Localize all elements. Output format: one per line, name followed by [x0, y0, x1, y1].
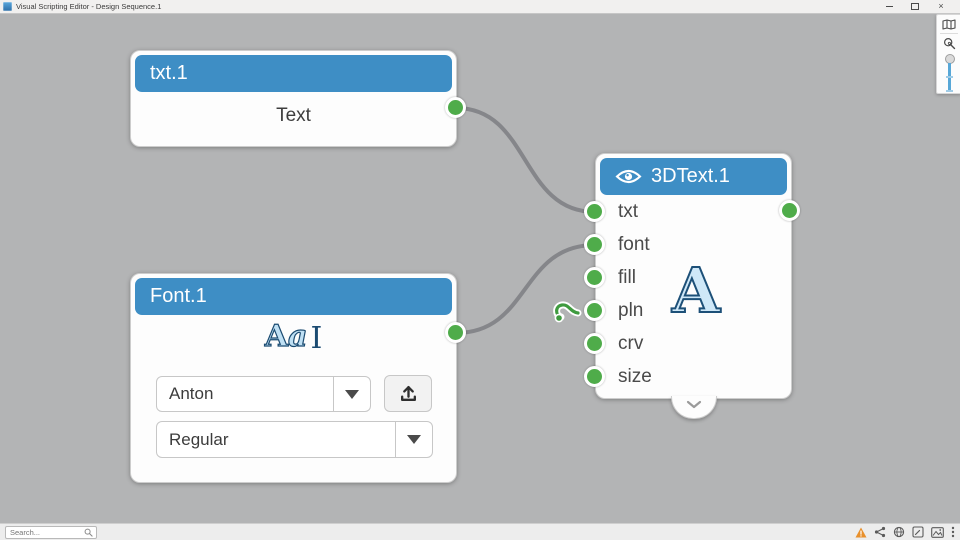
node-txt[interactable]: txt.1 Text	[130, 50, 457, 147]
input-label-pln: pln	[618, 300, 644, 321]
font-family-dropdown[interactable]: Anton	[156, 376, 371, 412]
input-label-size: size	[618, 366, 652, 387]
input-label-txt: txt	[618, 201, 639, 222]
font-style-dropdown[interactable]: Regular	[156, 421, 433, 458]
maximize-icon	[911, 3, 919, 10]
close-button[interactable]: ×	[928, 0, 954, 13]
port-3dtext-input-font[interactable]	[584, 234, 605, 255]
share-icon	[874, 526, 886, 538]
port-3dtext-input-size[interactable]	[584, 366, 605, 387]
node-3dtext-title: 3DText.1	[651, 165, 730, 187]
warning-icon	[855, 527, 867, 537]
node-txt-title: txt.1	[150, 62, 188, 84]
input-label-fill: fill	[618, 267, 636, 288]
font-family-dropdown-arrow[interactable]	[333, 377, 370, 411]
script-icon	[912, 526, 924, 538]
port-font-output[interactable]	[445, 322, 466, 343]
port-3dtext-input-pln[interactable]	[584, 300, 605, 321]
node-3dtext[interactable]: 3DText.1 txt font fill pln crv size A	[595, 153, 792, 419]
minimize-icon	[885, 5, 893, 8]
input-label-crv: crv	[618, 333, 644, 354]
search-icon	[84, 528, 93, 537]
overflow-menu-icon	[951, 526, 955, 538]
port-3dtext-output[interactable]	[779, 200, 800, 221]
image-button[interactable]	[931, 526, 944, 538]
port-3dtext-input-crv[interactable]	[584, 333, 605, 354]
title-bar: Visual Scripting Editor - Design Sequenc…	[0, 0, 960, 14]
node-font-header[interactable]: Font.1	[135, 278, 452, 315]
app-icon	[3, 2, 12, 11]
share-button[interactable]	[874, 526, 886, 538]
port-3dtext-input-txt[interactable]	[584, 201, 605, 222]
port-3dtext-input-fill[interactable]	[584, 267, 605, 288]
wire-txt-to-3dtext[interactable]	[454, 106, 597, 214]
chevron-down-icon	[345, 389, 359, 399]
web-button[interactable]	[893, 526, 905, 538]
web-icon	[893, 526, 905, 538]
window-title: Visual Scripting Editor - Design Sequenc…	[16, 2, 162, 11]
maximize-button[interactable]	[902, 0, 928, 13]
connect-cursor-icon	[553, 301, 582, 323]
view-toolbar	[936, 14, 960, 94]
warning-button[interactable]	[855, 527, 867, 538]
script-button[interactable]	[912, 526, 924, 538]
wire-font-to-3dtext[interactable]	[454, 243, 597, 335]
font-style-value: Regular	[169, 429, 229, 449]
close-icon: ×	[938, 1, 944, 11]
overview-map-icon	[942, 18, 956, 30]
zoom-slider[interactable]	[937, 52, 960, 93]
node-txt-body-label: Text	[276, 105, 311, 126]
minimize-button[interactable]	[876, 0, 902, 13]
wire-layer	[454, 106, 597, 335]
status-bar	[0, 523, 960, 540]
image-icon	[931, 526, 944, 538]
3dtext-preview-letter: A	[671, 254, 721, 327]
chevron-down-icon	[686, 400, 701, 409]
node-font-title: Font.1	[150, 285, 207, 307]
font-style-dropdown-arrow[interactable]	[395, 422, 432, 457]
node-txt-header[interactable]: txt.1	[135, 55, 452, 92]
node-3dtext-header[interactable]: 3DText.1	[600, 158, 787, 195]
font-family-value: Anton	[169, 384, 214, 403]
port-txt-output[interactable]	[445, 97, 466, 118]
zoom-select-button[interactable]	[937, 34, 960, 52]
overview-map-button[interactable]	[937, 15, 960, 33]
search-input[interactable]	[6, 527, 84, 537]
zoom-select-icon	[943, 37, 955, 49]
overflow-menu-button[interactable]	[951, 526, 955, 538]
upload-font-button[interactable]	[384, 375, 432, 412]
visibility-eye-icon[interactable]	[615, 168, 642, 185]
search-box[interactable]	[5, 525, 97, 539]
chevron-down-icon	[407, 435, 421, 444]
input-label-font: font	[618, 234, 650, 255]
upload-icon	[400, 386, 416, 401]
